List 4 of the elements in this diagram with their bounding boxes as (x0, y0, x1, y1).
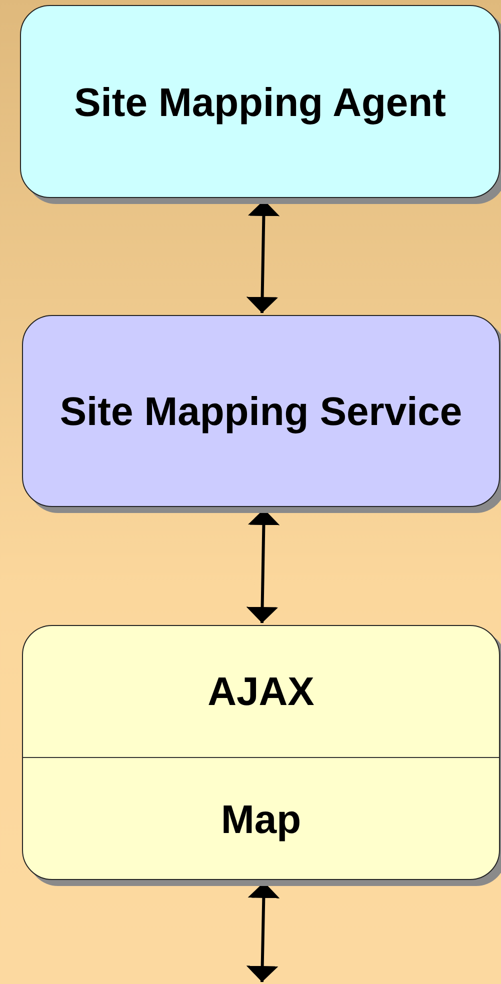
box-label: Map (221, 796, 301, 844)
box-label: AJAX (208, 669, 314, 716)
box-label: Site Mapping Service (60, 389, 462, 436)
box-label: Site Mapping Agent (74, 80, 446, 126)
